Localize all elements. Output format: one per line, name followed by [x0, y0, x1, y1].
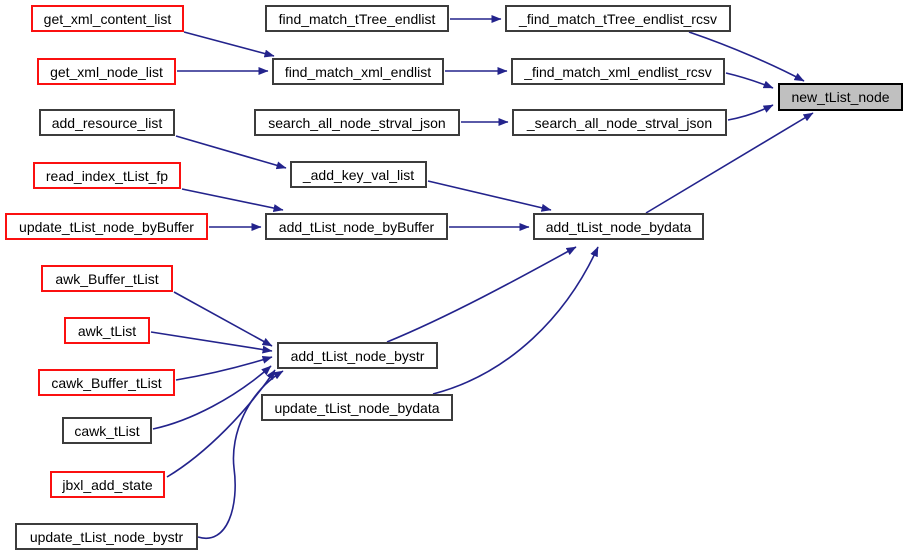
node-label: new_tList_node: [791, 89, 890, 105]
edge-_search_all_node_strval_json-to-new_tList_node: [727, 104, 774, 121]
edge-awk_Buffer_tList-to-add_tList_node_bystr: [173, 291, 273, 347]
node-_search_all_node_strval_json[interactable]: _search_all_node_strval_json: [512, 109, 727, 136]
node-read_index_tList_fp[interactable]: read_index_tList_fp: [33, 162, 181, 189]
node-label: awk_tList: [77, 322, 137, 339]
node-add_resource_list[interactable]: add_resource_list: [39, 109, 175, 136]
node-label: find_match_tTree_endlist: [278, 10, 436, 27]
node-label: jbxl_add_state: [62, 476, 153, 493]
node-label: _add_key_val_list: [302, 166, 415, 183]
node-_find_match_xml_endlist_rcsv[interactable]: _find_match_xml_endlist_rcsv: [511, 58, 725, 85]
node-update_tList_node_bydata[interactable]: update_tList_node_bydata: [261, 394, 453, 421]
node-label: awk_Buffer_tList: [55, 270, 159, 287]
node-search_all_node_strval_json[interactable]: search_all_node_strval_json: [254, 109, 460, 136]
edge-update_tList_node_bydata-to-add_tList_node_bydata: [432, 246, 599, 395]
edge-_find_match_tTree_endlist_rcsv-to-new_tList_node: [688, 31, 805, 82]
node-find_match_xml_endlist[interactable]: find_match_xml_endlist: [272, 58, 444, 85]
edge-_find_match_xml_endlist_rcsv-to-new_tList_node: [725, 72, 774, 89]
edge-cawk_Buffer_tList-to-add_tList_node_bystr: [175, 355, 273, 381]
node-get_xml_content_list[interactable]: get_xml_content_list: [31, 5, 184, 32]
node-_find_match_tTree_endlist_rcsv[interactable]: _find_match_tTree_endlist_rcsv: [505, 5, 731, 32]
node-label: update_tList_node_bystr: [29, 528, 184, 545]
node-_add_key_val_list[interactable]: _add_key_val_list: [290, 161, 427, 188]
edge-get_xml_content_list-to-find_match_xml_endlist: [183, 31, 275, 58]
edge-cawk_tList-to-add_tList_node_bystr: [152, 365, 272, 430]
node-label: get_xml_content_list: [43, 10, 172, 27]
node-update_tList_node_bystr[interactable]: update_tList_node_bystr: [15, 523, 198, 550]
edge-update_tList_node_bystr-to-add_tList_node_bystr: [197, 370, 284, 540]
node-add_tList_node_byBuffer[interactable]: add_tList_node_byBuffer: [265, 213, 448, 240]
edge-read_index_tList_fp-to-add_tList_node_byBuffer: [181, 188, 284, 212]
node-find_match_tTree_endlist[interactable]: find_match_tTree_endlist: [265, 5, 449, 32]
node-label: add_tList_node_bystr: [290, 347, 425, 364]
node-label: read_index_tList_fp: [45, 167, 169, 184]
node-awk_tList[interactable]: awk_tList: [64, 317, 150, 344]
node-label: search_all_node_strval_json: [268, 114, 446, 131]
edge-add_resource_list-to-_add_key_val_list: [175, 135, 287, 170]
node-label: _find_match_tTree_endlist_rcsv: [519, 10, 717, 27]
node-label: _find_match_xml_endlist_rcsv: [524, 63, 712, 80]
node-awk_Buffer_tList[interactable]: awk_Buffer_tList: [41, 265, 173, 292]
node-add_tList_node_bystr[interactable]: add_tList_node_bystr: [277, 342, 438, 369]
node-label: cawk_Buffer_tList: [51, 374, 162, 391]
node-label: update_tList_node_byBuffer: [19, 218, 194, 235]
node-update_tList_node_byBuffer[interactable]: update_tList_node_byBuffer: [5, 213, 208, 240]
node-cawk_Buffer_tList[interactable]: cawk_Buffer_tList: [38, 369, 175, 396]
node-label: add_tList_node_bydata: [545, 218, 692, 235]
edge-add_tList_node_bydata-to-new_tList_node: [645, 112, 814, 214]
edge-group: [150, 15, 814, 540]
node-add_tList_node_bydata[interactable]: add_tList_node_bydata: [533, 213, 704, 240]
node-label: get_xml_node_list: [50, 63, 163, 80]
edge-add_tList_node_bystr-to-add_tList_node_bydata: [386, 246, 577, 343]
node-jbxl_add_state[interactable]: jbxl_add_state: [50, 471, 165, 498]
node-label: add_tList_node_byBuffer: [278, 218, 435, 235]
edge-_add_key_val_list-to-add_tList_node_bydata: [427, 180, 552, 212]
node-label: update_tList_node_bydata: [274, 399, 440, 416]
edge-jbxl_add_state-to-add_tList_node_bystr: [166, 369, 276, 478]
node-label: add_resource_list: [51, 114, 163, 131]
node-new_tList_node: new_tList_node: [778, 83, 903, 111]
node-label: cawk_tList: [74, 422, 140, 439]
node-cawk_tList[interactable]: cawk_tList: [62, 417, 152, 444]
node-get_xml_node_list[interactable]: get_xml_node_list: [37, 58, 176, 85]
node-label: _search_all_node_strval_json: [526, 114, 713, 131]
node-label: find_match_xml_endlist: [284, 63, 432, 80]
edge-awk_tList-to-add_tList_node_bystr: [150, 331, 273, 354]
